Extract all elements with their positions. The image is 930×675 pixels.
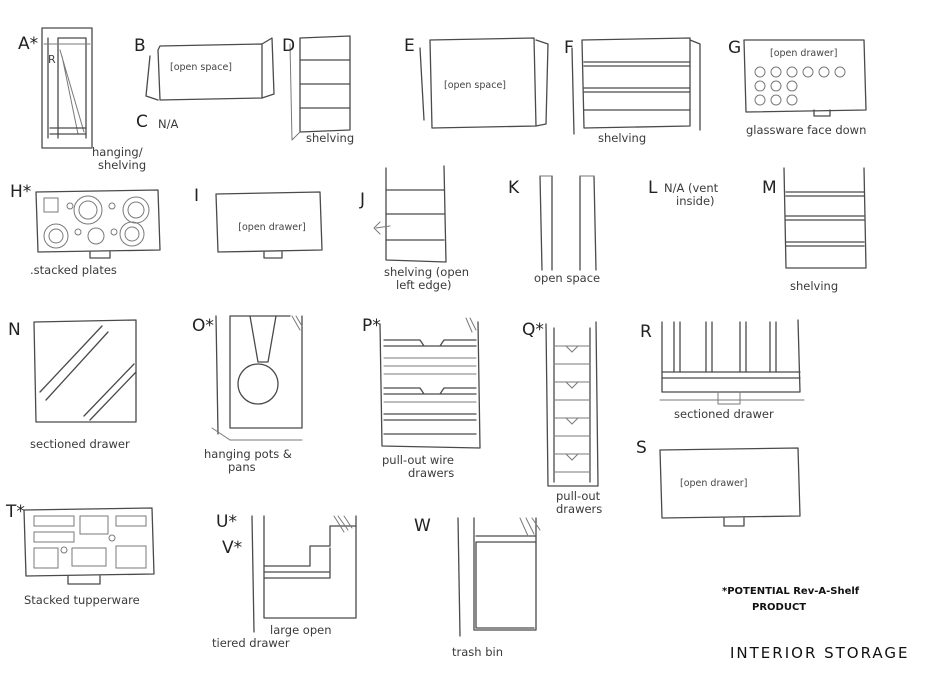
unit-h-letter: H*	[10, 184, 31, 201]
unit-b-inner-label: [open space]	[170, 62, 232, 73]
unit-w-caption: trash bin	[452, 646, 503, 659]
unit-f-caption: shelving	[598, 132, 646, 145]
unit-q-letter: Q*	[522, 322, 544, 339]
unit-h-drawing	[36, 190, 160, 258]
unit-c-letter: C	[136, 114, 148, 131]
unit-uv-drawing	[252, 516, 356, 632]
unit-i-letter: I	[194, 188, 199, 205]
unit-r-drawing	[660, 320, 804, 404]
unit-k-caption: open space	[534, 272, 600, 285]
unit-a-letter: A*	[18, 36, 38, 53]
unit-u-letter: U*	[216, 514, 237, 531]
unit-b-letter: B	[134, 38, 146, 55]
unit-l-letter: L	[648, 180, 657, 197]
unit-e-letter: E	[404, 38, 415, 55]
unit-g-caption: glassware face down	[746, 124, 866, 137]
unit-n-letter: N	[8, 322, 21, 339]
unit-h-caption: .stacked plates	[30, 264, 117, 277]
unit-g-letter: G	[728, 40, 741, 57]
unit-f-drawing	[572, 38, 700, 134]
unit-p-letter: P*	[362, 318, 381, 335]
unit-w-letter: W	[414, 518, 431, 535]
unit-i-inner-label: [open drawer]	[232, 222, 312, 233]
unit-f-letter: F	[564, 40, 574, 57]
unit-w-drawing	[458, 518, 540, 636]
unit-q-drawing	[546, 322, 598, 486]
unit-r-letter: R	[640, 324, 652, 341]
unit-v-letter: V*	[222, 540, 242, 557]
unit-g-inner-label: [open drawer]	[770, 48, 837, 59]
unit-t-caption: Stacked tupperware	[24, 594, 140, 607]
unit-j-drawing	[374, 166, 446, 262]
unit-j-caption: shelving (openleft edge)	[384, 266, 469, 292]
legend-line-2: PRODUCT	[752, 602, 806, 613]
legend-line-1: *POTENTIAL Rev-A-Shelf	[722, 586, 859, 597]
unit-m-letter: M	[762, 180, 777, 197]
unit-d-letter: D	[282, 38, 295, 55]
unit-s-inner-label: [open drawer]	[680, 478, 747, 489]
page-title: INTERIOR STORAGE	[730, 644, 910, 662]
unit-k-letter: K	[508, 180, 519, 197]
unit-a-inner-label: R	[48, 54, 56, 65]
unit-m-caption: shelving	[790, 280, 838, 293]
unit-p-drawing	[380, 318, 480, 448]
unit-e-inner-label: [open space]	[444, 80, 506, 91]
unit-c-caption: N/A	[158, 118, 178, 131]
unit-j-letter: J	[360, 192, 365, 209]
unit-o-drawing	[212, 316, 302, 440]
unit-q-caption: pull-outdrawers	[556, 490, 602, 516]
unit-d-drawing	[290, 36, 350, 140]
unit-k-drawing	[540, 176, 596, 270]
unit-m-drawing	[784, 168, 866, 268]
unit-a-drawing	[42, 28, 92, 148]
unit-o-letter: O*	[192, 318, 214, 335]
unit-p-caption: pull-out wiredrawers	[382, 454, 454, 480]
unit-n-drawing	[34, 320, 136, 422]
unit-t-letter: T*	[6, 504, 25, 521]
unit-o-caption: hanging pots &pans	[204, 448, 292, 474]
unit-s-letter: S	[636, 440, 647, 457]
unit-d-caption: shelving	[306, 132, 354, 145]
unit-t-drawing	[24, 508, 154, 584]
unit-a-caption: hanging/shelving	[92, 146, 146, 172]
unit-n-caption: sectioned drawer	[30, 438, 130, 451]
unit-uv-caption: large opentiered drawer	[212, 624, 332, 650]
unit-l-caption: N/A (ventinside)	[664, 182, 718, 208]
unit-r-caption: sectioned drawer	[674, 408, 774, 421]
